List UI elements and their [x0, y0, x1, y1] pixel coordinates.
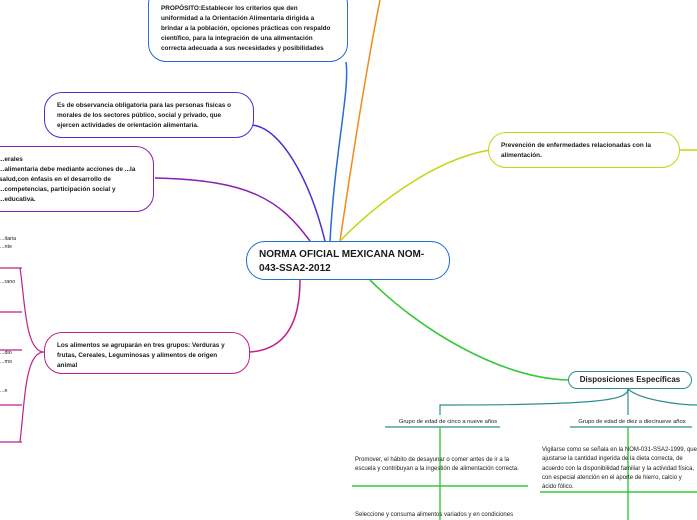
left-bracket [19, 267, 45, 443]
node-disposiciones[interactable]: Disposiciones Específicas [568, 371, 692, 389]
link-g1 [439, 388, 629, 415]
node-central[interactable]: NORMA OFICIAL MEXICANA NOM-043-SSA2-2012 [246, 241, 450, 280]
alimentos-text: Los alimentos se agruparán en tres grupo… [57, 342, 225, 369]
left-fragment-3: ...rano [0, 279, 16, 285]
link-g3 [627, 388, 697, 406]
central-title: NORMA OFICIAL MEXICANA NOM-043-SSA2-2012 [259, 249, 425, 274]
left-fragment-1: ...itaria [0, 236, 17, 242]
link-generales [154, 177, 311, 242]
link-prevencion [339, 149, 491, 242]
left-fragment-4: ...dio [0, 350, 12, 356]
link-observancia [249, 124, 326, 242]
g1-text-1: Promover, el hábito de desayunar o comer… [355, 457, 519, 473]
node-observancia[interactable]: Es de observancia obligatoria para las p… [44, 92, 254, 138]
g1-text-2: Seleccione y consuma alimentos variados … [355, 512, 514, 518]
generales-body: ...alimentaria debe mediante acciones de… [0, 165, 136, 203]
link-top [339, 0, 381, 242]
node-proposito[interactable]: PROPÓSITO:Establecer los criterios que d… [148, 0, 348, 62]
link-disposiciones [369, 279, 569, 381]
link-alimentos [249, 279, 301, 353]
node-generales[interactable]: ...erales ...alimentaria debe mediante a… [0, 146, 154, 212]
left-fragment-2: ...nte [0, 244, 12, 250]
node-alimentos[interactable]: Los alimentos se agruparán en tres grupo… [44, 332, 250, 374]
group-label-5-9[interactable]: Grupo de edad de cinco a nueve años [398, 419, 498, 425]
g2-text-1: Vigilarse como se señala en la NOM-031-S… [542, 447, 697, 490]
prevencion-text: Prevención de enfermedades relacionadas … [501, 142, 651, 159]
disposiciones-label: Disposiciones Específicas [579, 375, 681, 384]
left-fragment-6: ...e [0, 388, 8, 394]
observancia-text: Es de observancia obligatoria para las p… [57, 102, 232, 129]
node-prevencion[interactable]: Prevención de enfermedades relacionadas … [488, 132, 680, 168]
generales-title: ...erales [0, 156, 23, 163]
link-proposito [329, 61, 348, 242]
left-fragment-5: ...mo [0, 359, 12, 365]
proposito-text: PROPÓSITO:Establecer los criterios que d… [161, 5, 331, 52]
group-label-10-19[interactable]: Grupo de edad de diez a diecinueve años [578, 419, 686, 425]
